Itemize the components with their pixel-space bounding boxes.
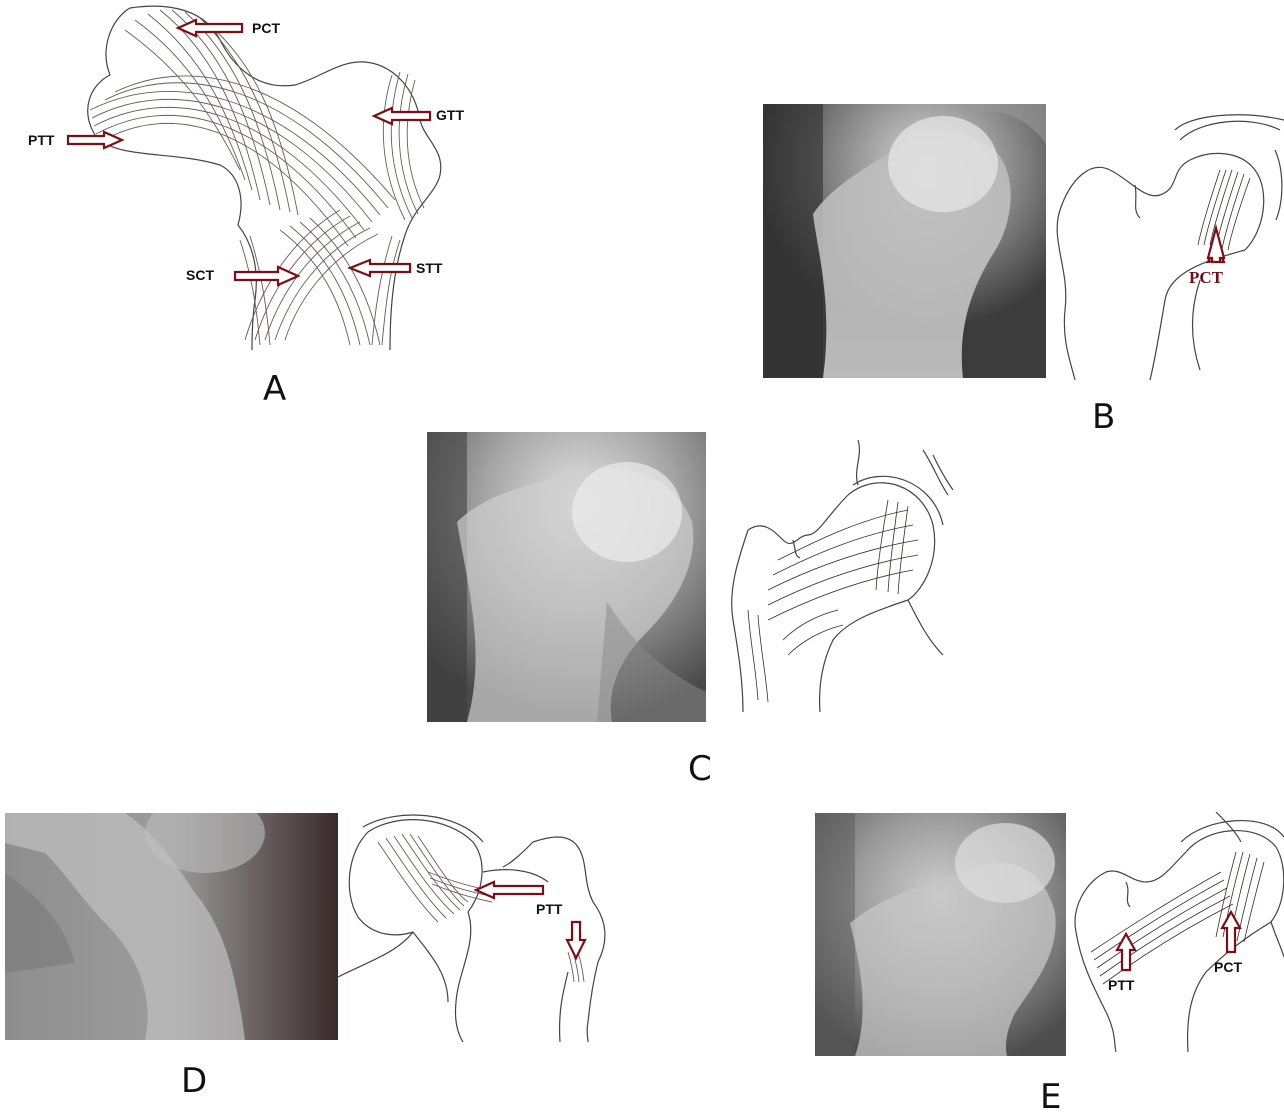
panel-e-drawing-svg: PTT PCT	[1066, 812, 1284, 1052]
panel-d-drawing-svg: PTT	[338, 812, 618, 1042]
panel-d-drawing: PTT	[338, 812, 618, 1042]
pct-arrow	[178, 20, 242, 36]
ptt-trabeculae	[90, 76, 395, 246]
e-ptt-label: PTT	[1108, 977, 1135, 993]
gtt-arrow	[374, 108, 430, 124]
e-pct-label: PCT	[1214, 959, 1242, 975]
e-ptt-arrow	[1117, 934, 1135, 970]
pct-arrow-group: PCT	[178, 20, 280, 36]
gtt-trabeculae	[383, 72, 424, 220]
panel-d-letter: D	[181, 1064, 207, 1098]
sct-label: SCT	[186, 267, 214, 283]
b-pct-label: PCT	[1189, 268, 1224, 287]
ptt-arrow-group: PTT	[28, 132, 122, 148]
panel-c-drawing	[708, 440, 958, 712]
panel-e-letter: E	[1040, 1080, 1061, 1114]
stt-arrow-group: STT	[350, 260, 443, 276]
stt-arrow	[350, 260, 410, 276]
gtt-label: GTT	[436, 107, 464, 123]
panel-c-xray	[427, 432, 706, 722]
panel-e-drawing: PTT PCT	[1066, 812, 1284, 1052]
ptt-label: PTT	[28, 132, 55, 148]
panel-a-letter: A	[263, 372, 286, 406]
panel-c-xray-image	[427, 432, 706, 722]
b-pct-arrow-body	[1208, 228, 1224, 262]
d-ptt-arrow-horizontal	[476, 882, 543, 898]
e-pct-arrow	[1222, 912, 1240, 952]
gtt-arrow-group: GTT	[374, 107, 464, 124]
panel-a-diagram: PCT GTT PTT SCT STT	[20, 0, 490, 360]
sct-arrow-group: SCT	[186, 267, 298, 285]
panel-a: PCT GTT PTT SCT STT	[20, 0, 490, 360]
c-trabeculae	[748, 500, 918, 702]
panel-d-xray	[5, 813, 338, 1040]
stt-label: STT	[416, 260, 443, 276]
panel-b-drawing-svg: PCT	[1050, 110, 1284, 380]
sct-arrow	[235, 267, 298, 285]
panel-c-drawing-svg	[708, 440, 958, 712]
panel-d-xray-image	[5, 813, 338, 1040]
pct-trabeculae	[125, 10, 298, 215]
panel-e-xray	[815, 813, 1066, 1056]
panel-b-letter: B	[1092, 400, 1115, 434]
panel-b-xray-image	[763, 104, 1046, 378]
panel-b-xray	[763, 104, 1046, 378]
d-ptt-arrow-vertical	[567, 922, 585, 958]
panel-e-xray-image	[815, 813, 1066, 1056]
d-ptt-label: PTT	[536, 901, 563, 917]
panel-b-drawing: PCT	[1050, 110, 1284, 380]
panel-c-letter: C	[688, 752, 712, 786]
b-pct-trabeculae	[1198, 170, 1250, 250]
pct-label: PCT	[252, 20, 280, 36]
